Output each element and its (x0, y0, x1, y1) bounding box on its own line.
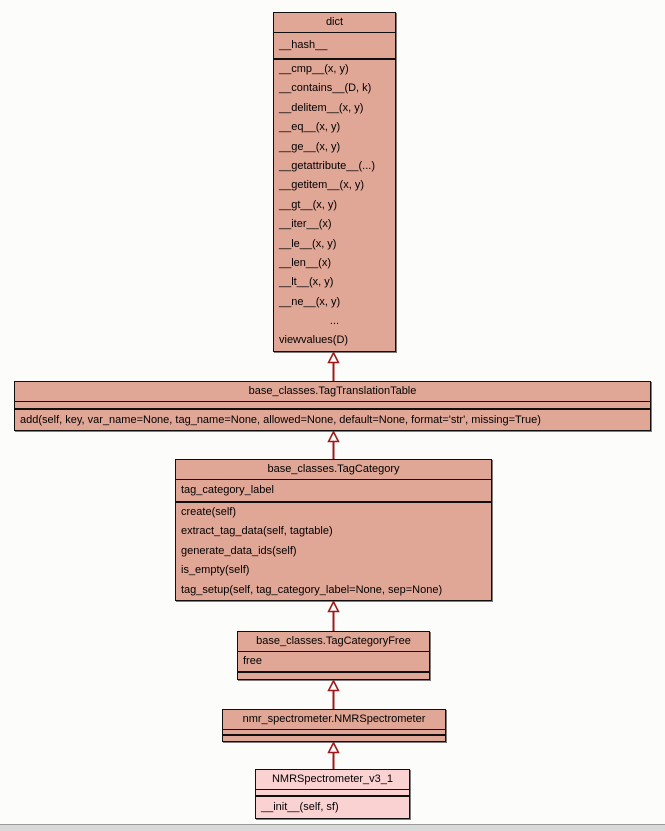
class-node-nmrspectrometer-v3-1[interactable]: NMRSpectrometer_v3_1 __init__(self, sf) (255, 769, 410, 819)
inheritance-arrow-nmr-spectrometer-nmrspectrometer-to-base-classes-tagcategoryfree (327, 679, 340, 714)
class-node-nmr-spectrometer-nmrspectrometer[interactable]: nmr_spectrometer.NMRSpectrometer (222, 709, 446, 742)
class-title: base_classes.TagCategoryFree (238, 632, 429, 652)
method-row: __contains__(D, k) (279, 82, 372, 95)
method-row: __le__(x, y) (279, 237, 337, 250)
method-row: __cmp__(x, y) (279, 63, 349, 75)
attributes-compartment: __hash__ (274, 33, 395, 60)
class-node-dict[interactable]: dict __hash__ __cmp__(x, y) __contains__(D,… (273, 12, 396, 352)
methods-compartment: __cmp__(x, y) __contains__(D, k) __delitem… (274, 60, 395, 351)
inheritance-arrow-base-classes-tagcategory-to-base-classes-tagtranslationtable (327, 430, 340, 464)
method-row: extract_tag_data(self, tagtable) (181, 525, 333, 538)
methods-compartment: add(self, key, var_name=None, tag_name=N… (15, 410, 650, 430)
inheritance-arrow-base-classes-tagtranslationtable-to-dict (327, 351, 340, 386)
method-row: __gt__(x, y) (279, 198, 338, 211)
class-title: NMRSpectrometer_v3_1 (256, 770, 409, 790)
attributes-compartment (15, 402, 650, 410)
class-title: base_classes.TagCategory (176, 460, 491, 480)
method-row: __len__(x) (279, 256, 331, 269)
method-row: __lt__(x, y) (279, 276, 334, 289)
window-bottom-edge (0, 824, 665, 831)
class-title: dict (274, 13, 395, 33)
class-node-base-classes-tagcategory[interactable]: base_classes.TagCategory tag_category_lab… (175, 459, 492, 601)
methods-compartment: __init__(self, sf) (256, 797, 409, 818)
method-row: __iter__(x) (279, 218, 332, 231)
methods-compartment (223, 736, 445, 741)
attributes-compartment (256, 790, 409, 797)
attribute-row: tag_category_label (181, 484, 274, 496)
class-title: nmr_spectrometer.NMRSpectrometer (223, 710, 445, 730)
method-row: __eq__(x, y) (279, 121, 341, 134)
attribute-row: __hash__ (279, 39, 328, 51)
method-row: __getitem__(x, y) (279, 179, 364, 192)
inheritance-arrow-nmrspectrometer-v3-1-to-nmr-spectrometer-nmrspectrometer (327, 741, 340, 774)
empty-methods-band (223, 736, 445, 741)
method-row: ... (329, 315, 340, 328)
method-row: tag_setup(self, tag_category_label=None,… (181, 583, 443, 596)
empty-attributes-band (256, 790, 409, 795)
inheritance-arrow-base-classes-tagcategoryfree-to-base-classes-tagcategory (327, 600, 340, 636)
empty-methods-band (238, 673, 429, 679)
method-row: create(self) (181, 506, 237, 518)
methods-compartment (238, 673, 429, 679)
method-row: __init__(self, sf) (261, 801, 339, 813)
method-row: is_empty(self) (181, 564, 250, 577)
method-row: __getattribute__(...) (279, 159, 376, 172)
method-row: viewvalues(D) (279, 334, 349, 347)
methods-compartment: create(self) extract_tag_data(self, tagta… (176, 503, 491, 600)
empty-attributes-band (15, 402, 650, 408)
method-row: __ge__(x, y) (279, 140, 341, 153)
method-row: __ne__(x, y) (279, 295, 341, 308)
attributes-compartment (223, 730, 445, 736)
attribute-row: free (243, 655, 262, 667)
method-row: __delitem__(x, y) (279, 101, 364, 114)
method-row: generate_data_ids(self) (181, 544, 297, 557)
empty-attributes-band (223, 730, 445, 734)
class-title: base_classes.TagTranslationTable (15, 382, 650, 402)
attributes-compartment: free (238, 652, 429, 673)
attributes-compartment: tag_category_label (176, 480, 491, 503)
class-node-base-classes-tagtranslationtable[interactable]: base_classes.TagTranslationTable add(self… (14, 381, 651, 431)
method-row: add(self, key, var_name=None, tag_name=N… (20, 414, 541, 426)
